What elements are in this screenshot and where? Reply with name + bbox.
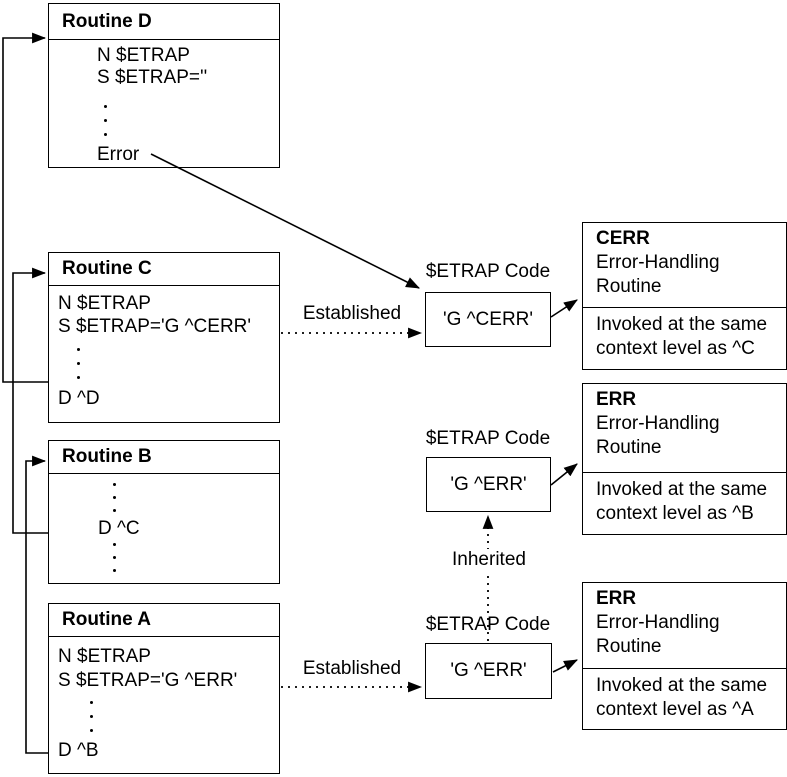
ellipsis-dots (113, 483, 116, 512)
handler-box-err-b: ERR Error-Handling Routine Invoked at th… (582, 383, 787, 535)
etrap-code-box-cerr: 'G ^CERR' (425, 292, 551, 347)
routine-c-call-line: D ^D (58, 388, 100, 409)
routine-a-box: Routine A N $ETRAP S $ETRAP='G ^ERR' D ^… (48, 603, 280, 774)
invoke-arrow-cerr (550, 299, 578, 318)
etrap-code-label-cerr: $ETRAP Code (425, 261, 551, 282)
ellipsis-dots (77, 348, 80, 379)
handler-role: Routine (596, 636, 662, 657)
handler-role: Error-Handling (596, 612, 720, 633)
routine-d-code-line: N $ETRAP (97, 45, 190, 66)
handler-note: context level as ^B (596, 503, 754, 524)
established-label-a: Established (302, 658, 402, 679)
etrap-code-box-err-b: 'G ^ERR' (426, 457, 551, 512)
routine-d-title: Routine D (49, 4, 279, 40)
call-line-a-to-b (25, 455, 49, 754)
routine-a-code-line: N $ETRAP (58, 646, 151, 667)
handler-note: Invoked at the same (596, 675, 768, 696)
routine-b-box: Routine B D ^C (48, 440, 280, 584)
etrap-code-box-err-a: 'G ^ERR' (425, 643, 552, 699)
etrap-code-value: 'G ^ERR' (450, 660, 527, 681)
routine-c-box: Routine C N $ETRAP S $ETRAP='G ^CERR' D … (48, 252, 280, 423)
routine-c-title: Routine C (49, 253, 279, 286)
ellipsis-dots (104, 105, 107, 136)
handler-name: ERR (596, 389, 637, 410)
handler-note: context level as ^C (596, 338, 755, 359)
handler-role: Routine (596, 276, 662, 297)
handler-note: Invoked at the same (596, 314, 768, 335)
handler-box-err-a: ERR Error-Handling Routine Invoked at th… (582, 582, 787, 730)
handler-name: ERR (596, 588, 637, 609)
handler-role: Error-Handling (596, 413, 720, 434)
call-line-b-to-c (12, 267, 49, 534)
routine-a-code-line: S $ETRAP='G ^ERR' (58, 670, 238, 691)
routine-c-code-line: S $ETRAP='G ^CERR' (58, 316, 252, 337)
invoke-arrow-err-b (550, 463, 578, 486)
routine-a-title: Routine A (49, 604, 279, 637)
etrap-code-value: 'G ^CERR' (442, 308, 534, 330)
etrap-code-label-err-a: $ETRAP Code (425, 614, 551, 635)
handler-note: context level as ^A (596, 699, 754, 720)
handler-role: Routine (596, 437, 662, 458)
established-label-c: Established (302, 303, 402, 324)
inherited-label: Inherited (446, 549, 532, 571)
ellipsis-dots (113, 543, 116, 572)
etrap-code-value: 'G ^ERR' (450, 473, 527, 495)
routine-b-title: Routine B (49, 441, 279, 474)
handler-name: CERR (596, 228, 650, 249)
handler-note: Invoked at the same (596, 479, 768, 500)
handler-box-cerr: CERR Error-Handling Routine Invoked at t… (582, 222, 787, 370)
etrap-code-label-err-b: $ETRAP Code (425, 428, 551, 449)
routine-d-box: Routine D N $ETRAP S $ETRAP='' Error (48, 3, 280, 168)
routine-c-code-line: N $ETRAP (58, 293, 151, 314)
routine-b-call-line: D ^C (98, 518, 140, 539)
routine-d-error-label: Error (97, 144, 140, 165)
routine-a-call-line: D ^B (58, 740, 99, 761)
handler-role: Error-Handling (596, 252, 720, 273)
ellipsis-dots (90, 701, 93, 732)
invoke-arrow-err-a (552, 659, 578, 673)
routine-d-code-line: S $ETRAP='' (97, 67, 208, 88)
call-line-c-to-d (2, 32, 49, 383)
